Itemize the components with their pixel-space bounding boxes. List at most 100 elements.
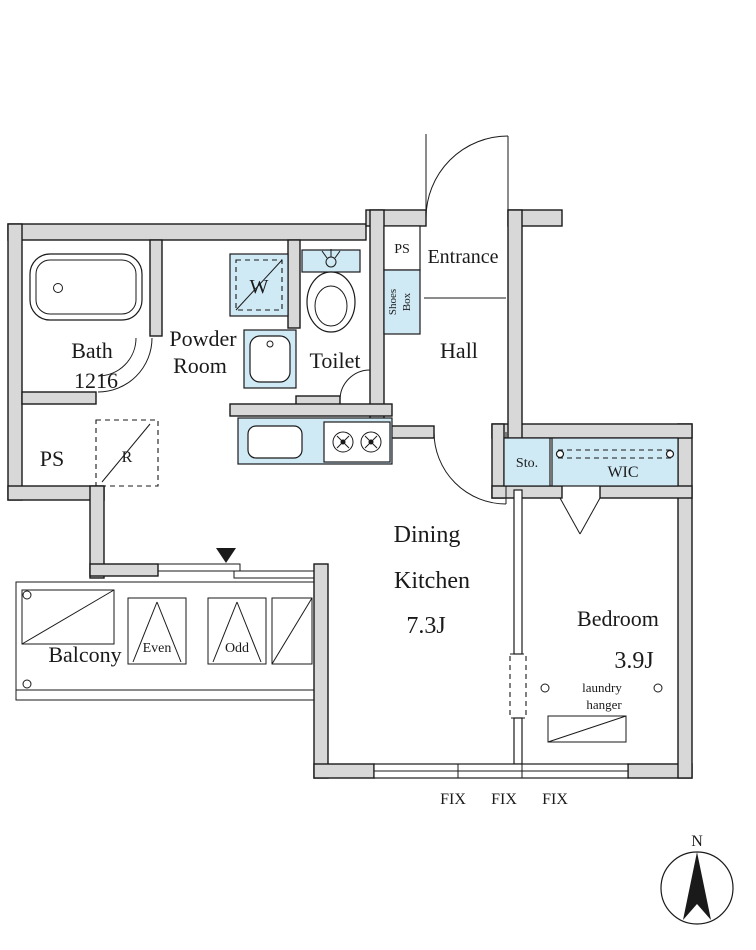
laundry-label-2: hanger xyxy=(586,697,622,712)
hanger-hook xyxy=(653,683,663,693)
even-triangle-line xyxy=(156,601,182,663)
wic-door-line xyxy=(579,497,601,535)
wall-segment xyxy=(313,763,375,779)
toilet-door-arc xyxy=(339,369,371,401)
sliding-door-pocket xyxy=(509,653,527,719)
bath-door-arc-inner xyxy=(97,337,137,377)
balcony-hatch-diagonal xyxy=(271,597,313,665)
wall-segment xyxy=(7,223,367,241)
bath-door-arc xyxy=(97,337,153,393)
fridge-space xyxy=(95,419,159,487)
partition-wall xyxy=(513,717,523,765)
washing-machine-diagonal xyxy=(235,259,283,311)
fridge-diagonal xyxy=(101,423,151,483)
fridge-dashed-box xyxy=(95,419,159,487)
odd-triangle-line xyxy=(212,601,238,663)
wall-segment xyxy=(507,209,523,439)
fix-windows xyxy=(373,763,629,779)
bath-label: Bath xyxy=(71,338,113,363)
pipe-space-box xyxy=(383,225,421,271)
washing-machine-dashed xyxy=(235,259,283,311)
stove-burner-spoke xyxy=(364,435,378,449)
dining-label: Dining xyxy=(394,522,461,548)
kitchen-sink xyxy=(247,425,303,459)
powder-label-1: Powder xyxy=(169,326,237,351)
wic-pipe-end xyxy=(555,449,565,459)
fix-label-3: FIX xyxy=(542,791,568,808)
wall-segment xyxy=(599,485,693,499)
north-arrow xyxy=(683,852,711,920)
entrance-area xyxy=(383,134,509,505)
wic-box xyxy=(551,437,679,487)
partition-wall xyxy=(513,489,523,655)
wall-segment xyxy=(313,563,329,779)
fix-label-2: FIX xyxy=(491,791,517,808)
balcony-corner-mark xyxy=(22,679,32,689)
balcony-corner-mark xyxy=(22,590,32,600)
washer-label: W xyxy=(250,276,269,298)
north-compass xyxy=(660,851,734,925)
ps-left-label: PS xyxy=(40,446,64,471)
balcony-sliding-door xyxy=(233,570,315,579)
ps-top-label: PS xyxy=(394,242,410,257)
wall-segment xyxy=(21,391,97,405)
bathtub-drain xyxy=(53,283,63,293)
storage-box xyxy=(503,437,551,487)
washbasin-faucet xyxy=(266,340,274,348)
toilet-faucet-line xyxy=(334,250,341,259)
storage-label: Sto. xyxy=(516,456,538,471)
laundry-hanger xyxy=(540,683,663,743)
odd-label: Odd xyxy=(225,641,249,656)
stove-burner xyxy=(332,431,354,453)
bedroom-hatched-diagonal xyxy=(547,715,627,743)
wall-segment xyxy=(89,563,159,577)
hanger-hook xyxy=(540,683,550,693)
room-labels: Bath 1216 Powder Room W Toilet PS Entran… xyxy=(40,242,703,850)
bathtub xyxy=(29,253,143,321)
hall-door-arc xyxy=(433,431,507,505)
balcony-hatched-panel xyxy=(21,589,115,645)
odd-triangle-line xyxy=(236,601,262,663)
balcony-hatch-diagonal xyxy=(21,589,115,645)
toilet-faucet-line xyxy=(321,250,328,259)
wall-segment xyxy=(287,239,301,329)
entry-marker-triangle xyxy=(216,548,236,563)
entrance-door-arc xyxy=(425,135,509,219)
toilet-room xyxy=(301,249,371,401)
stove-burner xyxy=(360,431,382,453)
toilet-label: Toilet xyxy=(309,348,360,373)
bath-size-label: 1216 xyxy=(74,368,118,393)
fix-label-1: FIX xyxy=(440,791,466,808)
kitchen-label: Kitchen xyxy=(394,568,470,594)
balcony-sliding-door xyxy=(157,563,241,572)
bathtub-inner xyxy=(35,259,137,315)
hall-label: Hall xyxy=(440,338,478,363)
entrance-label: Entrance xyxy=(427,246,498,268)
balcony-outline xyxy=(15,581,315,701)
even-label: Even xyxy=(143,641,172,656)
wic-pipe-end xyxy=(665,449,675,459)
balcony-hatched-panel xyxy=(271,597,313,665)
north-label: N xyxy=(691,833,703,850)
bathroom xyxy=(29,253,153,393)
even-triangle-line xyxy=(132,601,158,663)
shoes-box-label-1: Shoes xyxy=(387,289,399,315)
shoes-box xyxy=(383,269,421,335)
shoes-box-label-2: Box xyxy=(401,292,413,311)
balcony-label: Balcony xyxy=(48,642,121,667)
toilet-bowl xyxy=(306,271,356,333)
laundry-label-1: laundry xyxy=(582,680,622,695)
dk-size-label: 7.3J xyxy=(406,613,445,639)
bedroom-partition xyxy=(509,489,527,765)
bedroom-hatched-box xyxy=(547,715,627,743)
bedroom-label: Bedroom xyxy=(577,606,659,631)
gas-stove xyxy=(323,421,391,463)
wall-segment xyxy=(149,239,163,337)
odd-panel xyxy=(207,597,267,665)
stove-burner-spoke xyxy=(336,435,350,449)
wall-segment xyxy=(7,223,23,501)
even-panel xyxy=(127,597,187,665)
washbasin-bowl xyxy=(249,335,291,383)
